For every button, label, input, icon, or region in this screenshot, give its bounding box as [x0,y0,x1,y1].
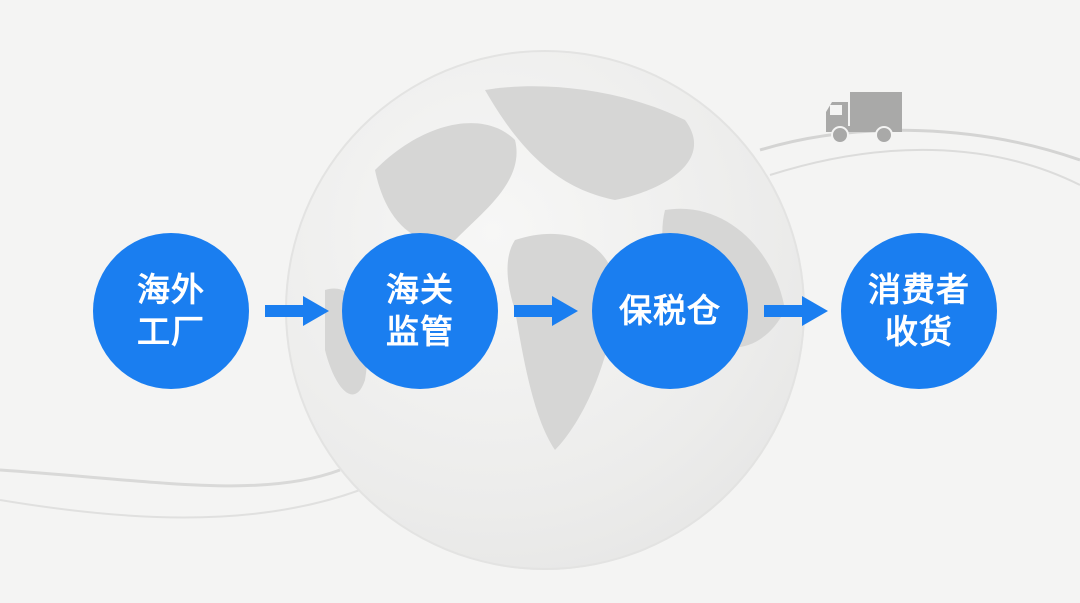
step-label-line1: 保税仓 [619,291,721,330]
arrow-right-icon [265,296,329,326]
arrow-right-icon [764,296,828,326]
arrow-right-icon [514,296,578,326]
step-label-line2: 工厂 [137,312,205,351]
step-overseas-factory: 海外工厂 [93,233,249,389]
step-label-line1: 海外 [137,270,205,309]
step-label-line1: 海关 [386,270,454,309]
step-label-line2: 收货 [885,312,953,351]
step-consumer-receipt: 消费者收货 [841,233,997,389]
truck-icon [822,90,906,146]
step-customs-supervision: 海关监管 [342,233,498,389]
step-label-line2: 监管 [386,312,454,351]
step-label-line1: 消费者 [868,270,970,309]
step-bonded-warehouse: 保税仓 [592,233,748,389]
